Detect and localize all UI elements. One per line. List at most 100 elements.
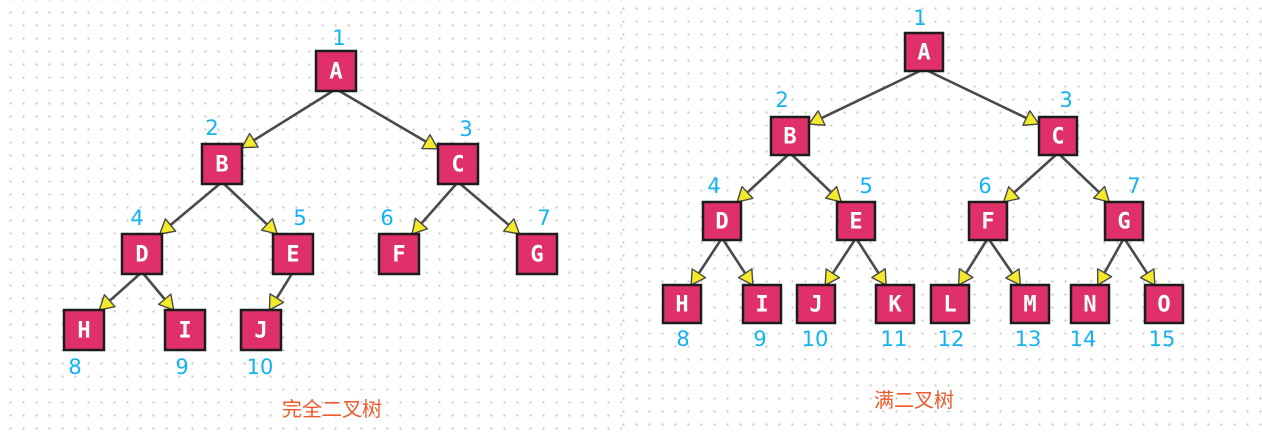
node-label: D <box>715 210 728 235</box>
edge-line <box>420 181 459 225</box>
node-index-number: 11 <box>881 327 908 351</box>
edge-line <box>697 237 724 275</box>
node-box <box>967 200 1009 242</box>
node-J: J <box>239 308 283 352</box>
arrowhead-icon <box>871 268 887 286</box>
arrowhead-icon <box>824 185 842 203</box>
node-label: G <box>530 243 543 268</box>
node-box <box>929 283 971 325</box>
node-index-number: 5 <box>293 206 306 230</box>
arrowhead-icon <box>1092 185 1110 203</box>
node-F: F <box>377 232 421 276</box>
node-box <box>835 200 877 242</box>
edge-D-I <box>720 237 754 286</box>
edge-A-C <box>923 67 1040 126</box>
node-B: B <box>200 142 244 186</box>
node-box <box>1143 283 1185 325</box>
edge-D-I <box>141 271 175 311</box>
edge-C-G <box>457 181 521 235</box>
node-label: E <box>849 210 862 235</box>
edge-line <box>1103 237 1126 274</box>
node-index-number: 13 <box>1015 327 1042 351</box>
node-label: H <box>77 319 90 344</box>
edge-B-D <box>736 152 791 203</box>
edge-line <box>253 87 337 142</box>
arrowhead-icon <box>159 218 177 235</box>
edge-B-D <box>159 181 223 235</box>
complete-tree-panel <box>0 0 622 432</box>
node-label: B <box>215 153 228 178</box>
node-box <box>1103 200 1145 242</box>
node-label: J <box>254 319 267 344</box>
node-A: A <box>314 49 358 93</box>
node-index-number: 3 <box>459 117 472 141</box>
node-index-number: 10 <box>247 355 274 379</box>
arrowhead-icon <box>1096 268 1113 286</box>
edge-line <box>821 67 925 120</box>
full-tree-caption: 满二叉树 <box>874 388 954 412</box>
arrowhead-icon <box>157 293 175 311</box>
node-label: I <box>178 319 191 344</box>
edge-line <box>720 237 747 275</box>
node-label: L <box>943 293 956 318</box>
node-label: H <box>675 293 688 318</box>
node-label: E <box>286 243 299 268</box>
node-N: N <box>1069 283 1111 325</box>
node-index-number: 8 <box>68 355 81 379</box>
arrowhead-icon <box>1005 268 1022 286</box>
node-I: I <box>741 283 783 325</box>
node-index-number: 8 <box>676 327 689 351</box>
edge-E-J <box>268 271 295 311</box>
edge-line <box>275 271 295 299</box>
node-box <box>1009 283 1051 325</box>
node-index-number: 1 <box>332 26 345 50</box>
node-E: E <box>271 232 315 276</box>
node-box <box>741 283 783 325</box>
node-D: D <box>701 200 743 242</box>
arrowhead-icon <box>957 268 974 286</box>
node-O: O <box>1143 283 1185 325</box>
edge-F-L <box>957 237 990 286</box>
node-box <box>377 232 421 276</box>
node-index-number: 12 <box>938 327 965 351</box>
full-edges <box>690 67 1156 286</box>
edge-line <box>746 152 791 194</box>
node-label: F <box>392 243 405 268</box>
arrowhead-icon <box>736 185 754 203</box>
node-index-number: 2 <box>205 116 218 140</box>
edge-F-M <box>986 237 1022 286</box>
node-box <box>120 232 164 276</box>
arrowhead-icon <box>411 217 429 235</box>
edge-line <box>923 67 1027 120</box>
node-M: M <box>1009 283 1051 325</box>
node-H: H <box>62 308 106 352</box>
edge-line <box>335 87 427 143</box>
node-label: I <box>755 293 768 318</box>
edge-line <box>457 181 510 226</box>
node-E: E <box>835 200 877 242</box>
arrowhead-icon <box>1139 268 1156 286</box>
node-F: F <box>967 200 1009 242</box>
node-box <box>436 142 480 186</box>
edge-line <box>169 181 223 227</box>
complete-tree-caption: 完全二叉树 <box>282 397 382 421</box>
edge-B-E <box>221 181 278 235</box>
arrowhead-icon <box>260 217 278 235</box>
edge-line <box>986 237 1014 275</box>
node-box <box>795 283 837 325</box>
arrowhead-icon <box>808 110 826 126</box>
node-box <box>1069 283 1111 325</box>
edge-line <box>965 237 990 274</box>
node-box <box>200 142 244 186</box>
edge-line <box>1013 152 1059 194</box>
edge-G-N <box>1096 237 1126 286</box>
edge-C-F <box>1002 152 1059 203</box>
node-index-number: 4 <box>707 174 720 198</box>
node-index-number: 6 <box>978 174 991 198</box>
node-index-number: 15 <box>1149 327 1176 351</box>
